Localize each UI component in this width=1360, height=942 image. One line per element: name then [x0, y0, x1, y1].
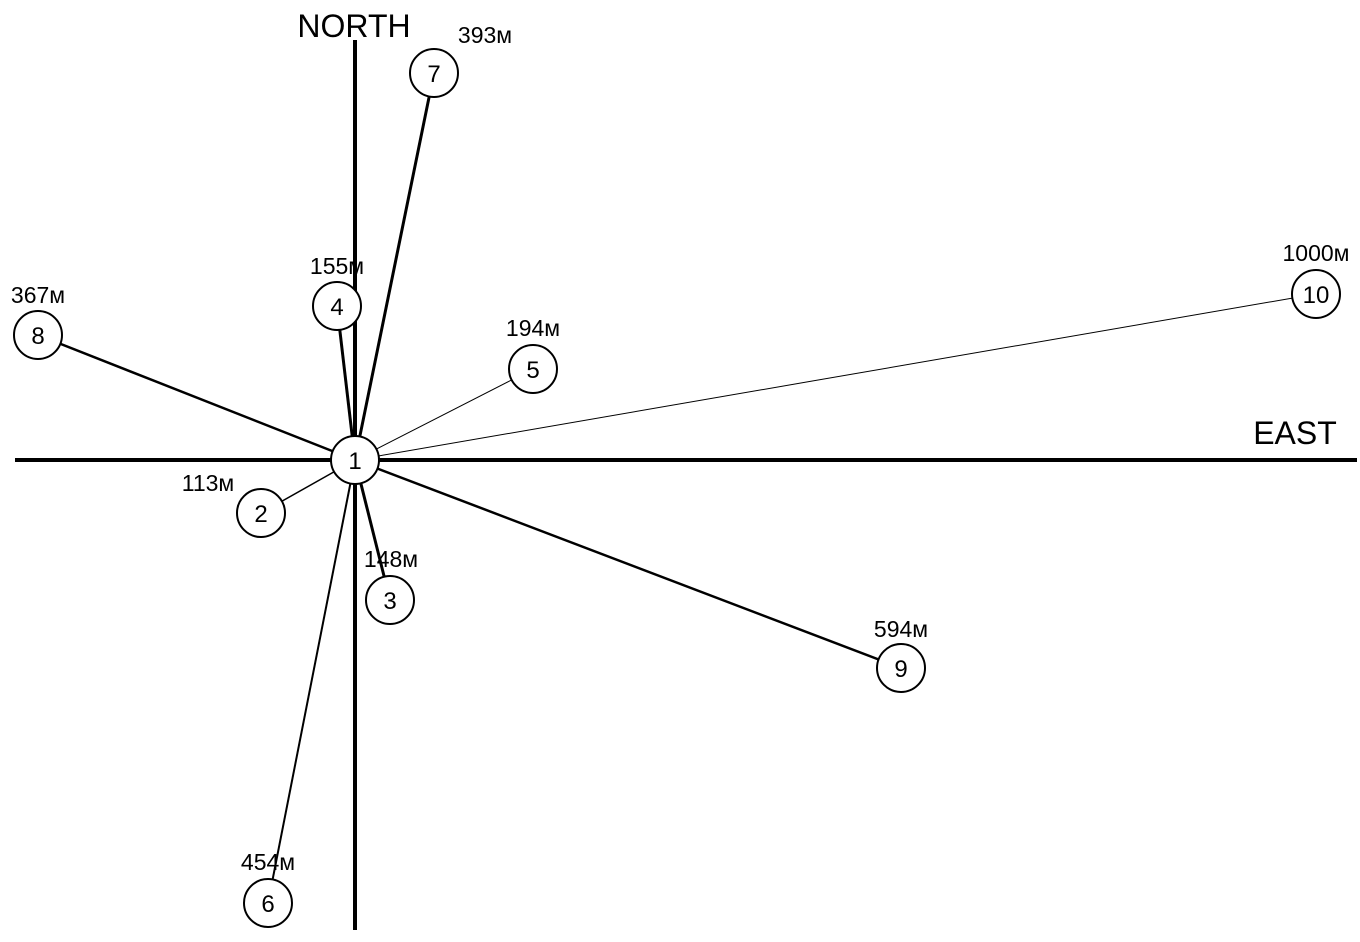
node-number: 7 [427, 61, 440, 88]
connector-line-5 [354, 368, 534, 461]
connector-line-7 [353, 72, 436, 461]
node-circle [508, 344, 558, 394]
north-axis-label: NORTH [297, 8, 410, 44]
node-number: 8 [31, 323, 44, 350]
node-circle [409, 48, 459, 98]
distance-label: 594м [874, 616, 928, 642]
east-axis-label: EAST [1253, 415, 1337, 451]
node-circle [1291, 269, 1341, 319]
distance-label: 367м [11, 282, 65, 308]
node-circle [13, 310, 63, 360]
distance-label: 1000м [1283, 240, 1350, 266]
distance-label: 148м [364, 546, 418, 572]
connector-line-10 [354, 293, 1317, 461]
node-number: 4 [330, 294, 343, 321]
center-node: 1 [330, 435, 380, 485]
node-10: 10 1000м [1283, 240, 1350, 319]
distance-label: 393м [458, 22, 512, 48]
connector-line-4 [335, 305, 357, 461]
center-node-number: 1 [348, 448, 361, 475]
connector-line-8 [37, 333, 356, 462]
node-9: 9 594м [874, 616, 928, 693]
node-circle [243, 878, 293, 928]
center-node-circle [330, 435, 380, 485]
node-7: 7 393м [409, 22, 512, 98]
node-circle [365, 575, 415, 625]
node-circle [876, 643, 926, 693]
distance-label: 155м [310, 253, 364, 279]
node-number: 2 [254, 501, 267, 528]
connector-line-6 [267, 459, 356, 904]
node-number: 6 [261, 891, 274, 918]
node-number: 10 [1303, 282, 1330, 309]
node-4: 4 155м [310, 253, 364, 331]
distance-label: 454м [241, 849, 295, 875]
node-5: 5 194м [506, 315, 560, 394]
node-number: 5 [526, 357, 539, 384]
node-number: 3 [383, 588, 396, 615]
connector-line-9 [354, 458, 902, 670]
node-circle [312, 281, 362, 331]
node-3: 3 148м [364, 546, 418, 625]
node-2: 2 113м [182, 470, 286, 538]
distance-label: 194м [506, 315, 560, 341]
node-number: 9 [894, 656, 907, 683]
connector-lines [37, 72, 1317, 904]
node-6: 6 454м [241, 849, 295, 928]
distance-label: 113м [182, 470, 234, 496]
node-circle [236, 488, 286, 538]
node-8: 8 367м [11, 282, 65, 360]
